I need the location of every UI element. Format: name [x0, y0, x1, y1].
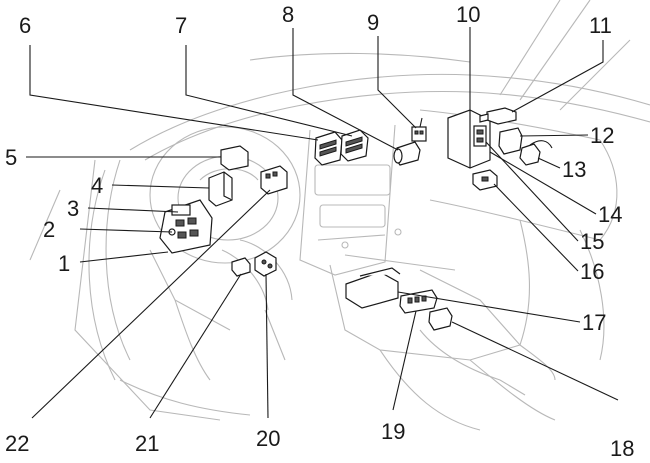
leader-1 [79, 251, 169, 263]
callout-20: 20 [256, 426, 280, 451]
callout-16: 16 [580, 259, 604, 284]
part-5-relay [220, 145, 249, 171]
leader-6 [29, 45, 319, 141]
leader-7 [185, 45, 353, 137]
junction-block-part [159, 199, 213, 254]
dashboard-outline [29, 0, 650, 431]
leader-8 [292, 28, 399, 151]
callout-21: 21 [135, 431, 159, 456]
leader-18 [451, 321, 619, 401]
callout-12: 12 [590, 123, 614, 148]
callout-3: 3 [67, 196, 79, 221]
leader-15 [485, 141, 579, 242]
callout-15: 15 [580, 229, 604, 254]
leader-lines [26, 27, 619, 419]
part-19-connector [399, 289, 438, 314]
callout-1: 1 [58, 251, 70, 276]
leader-12 [519, 134, 589, 137]
callout-7: 7 [175, 13, 187, 38]
leader-19 [392, 310, 417, 411]
part-10-passenger-block [447, 109, 491, 169]
callout-10: 10 [456, 2, 480, 27]
leader-16 [493, 183, 579, 272]
leader-3 [87, 207, 179, 213]
callout-6: 6 [19, 13, 31, 38]
part-6-7-ecu [314, 129, 369, 166]
callout-5: 5 [5, 145, 17, 170]
part-8 [393, 141, 421, 166]
parts [159, 107, 553, 331]
callout-17: 17 [582, 310, 606, 335]
leader-21 [149, 273, 242, 419]
callout-14: 14 [598, 202, 622, 227]
leader-11 [511, 40, 604, 113]
part-11 [479, 107, 517, 125]
leader-20 [265, 273, 269, 419]
callout-2: 2 [43, 217, 55, 242]
leader-17 [397, 291, 581, 323]
leader-13 [537, 157, 561, 169]
leader-22 [31, 189, 271, 419]
leader-14 [489, 151, 597, 215]
callout-4: 4 [91, 173, 103, 198]
part-13 [519, 140, 553, 166]
part-17-console-module [345, 267, 401, 309]
leader-9 [377, 36, 417, 129]
part-16 [472, 169, 498, 191]
callout-labels: 1 2 3 4 5 6 7 8 9 10 11 12 13 14 15 16 1… [5, 2, 634, 461]
callout-13: 13 [562, 157, 586, 182]
part-connector-steering [260, 165, 288, 195]
leader-2 [79, 228, 173, 233]
part-18 [428, 307, 453, 331]
callout-11: 11 [589, 13, 612, 38]
part-21 [231, 257, 251, 277]
callout-8: 8 [282, 2, 294, 27]
callout-19: 19 [381, 419, 405, 444]
callout-9: 9 [367, 10, 379, 35]
part-12 [498, 127, 523, 155]
part-20 [254, 251, 277, 277]
part-4-relay [208, 171, 233, 207]
leader-4 [111, 184, 210, 189]
callout-18: 18 [610, 436, 634, 461]
part-9-connector [411, 117, 427, 142]
callout-22: 22 [5, 431, 29, 456]
